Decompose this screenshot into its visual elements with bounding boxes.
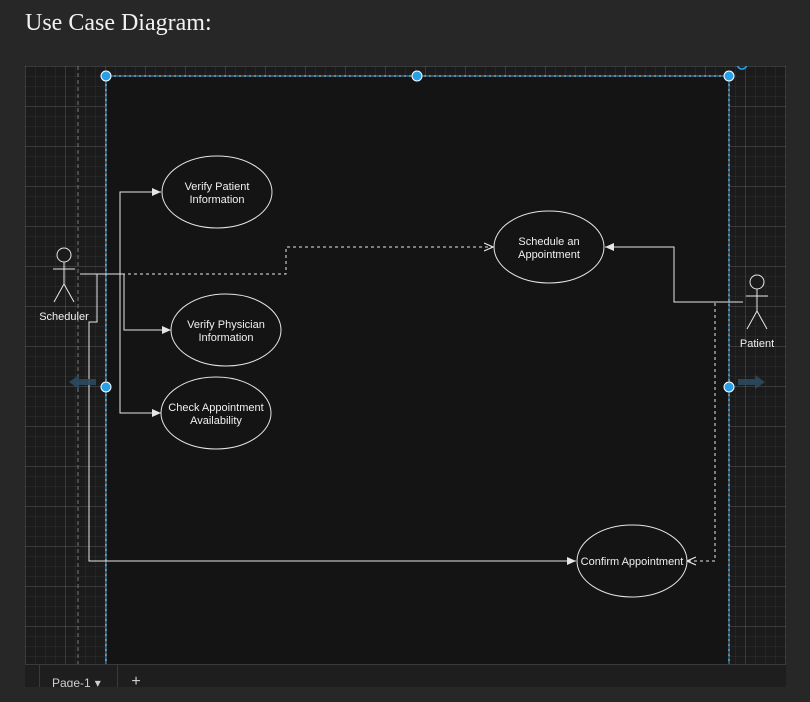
use-case-confirm[interactable]: Confirm Appointment [576, 524, 688, 598]
connector-scheduler-schedule[interactable] [80, 247, 493, 275]
use-case-label: Availability [190, 415, 242, 427]
use-case-label: Information [189, 194, 244, 206]
use-case-label: Information [198, 332, 253, 344]
use-case-label: Verify Physician [187, 319, 265, 331]
connector-patient-schedule[interactable] [605, 243, 743, 303]
use-case-label: Appointment [518, 249, 580, 261]
chevron-down-icon[interactable]: ▾ [94, 676, 101, 687]
selection-handle-top-left[interactable] [100, 70, 112, 82]
page-heading: Use Case Diagram: [25, 10, 212, 36]
actor-label: Patient [740, 338, 774, 350]
use-case-check-availability[interactable]: Check Appointment Availability [160, 376, 272, 450]
use-case-schedule[interactable]: Schedule an Appointment [493, 210, 605, 284]
diagram-canvas[interactable]: Verify Patient Information Verify Physic… [25, 66, 786, 664]
selection-handle-middle-right[interactable] [723, 381, 735, 393]
connector-scheduler-confirm[interactable] [88, 274, 576, 565]
selection-handle-top-right[interactable] [723, 70, 735, 82]
add-page-button[interactable]: + [131, 673, 141, 687]
use-case-label: Verify Patient [185, 181, 250, 193]
tab-page-1[interactable]: Page-1▾ [39, 665, 118, 687]
connector-patient-confirm[interactable] [687, 301, 720, 561]
use-case-verify-physician[interactable]: Verify Physician Information [170, 293, 282, 367]
connect-arrow-left-icon[interactable] [69, 375, 96, 389]
actor-label: Scheduler [39, 311, 89, 323]
connect-arrow-right-icon[interactable] [738, 375, 765, 389]
actor-patient[interactable]: Patient [740, 274, 774, 350]
use-case-label: Schedule an [518, 236, 579, 248]
use-case-verify-patient[interactable]: Verify Patient Information [161, 155, 273, 229]
use-case-label: Confirm Appointment [581, 556, 684, 568]
actor-scheduler[interactable]: Scheduler [39, 247, 89, 323]
rotate-handle-icon[interactable] [736, 66, 748, 70]
page-tabs-bar: Page-1▾ + [25, 664, 786, 687]
use-case-label: Check Appointment [168, 402, 263, 414]
page-tab-label: Page-1 [52, 676, 91, 687]
selection-handle-top-middle[interactable] [411, 70, 423, 82]
selection-handle-middle-left[interactable] [100, 381, 112, 393]
